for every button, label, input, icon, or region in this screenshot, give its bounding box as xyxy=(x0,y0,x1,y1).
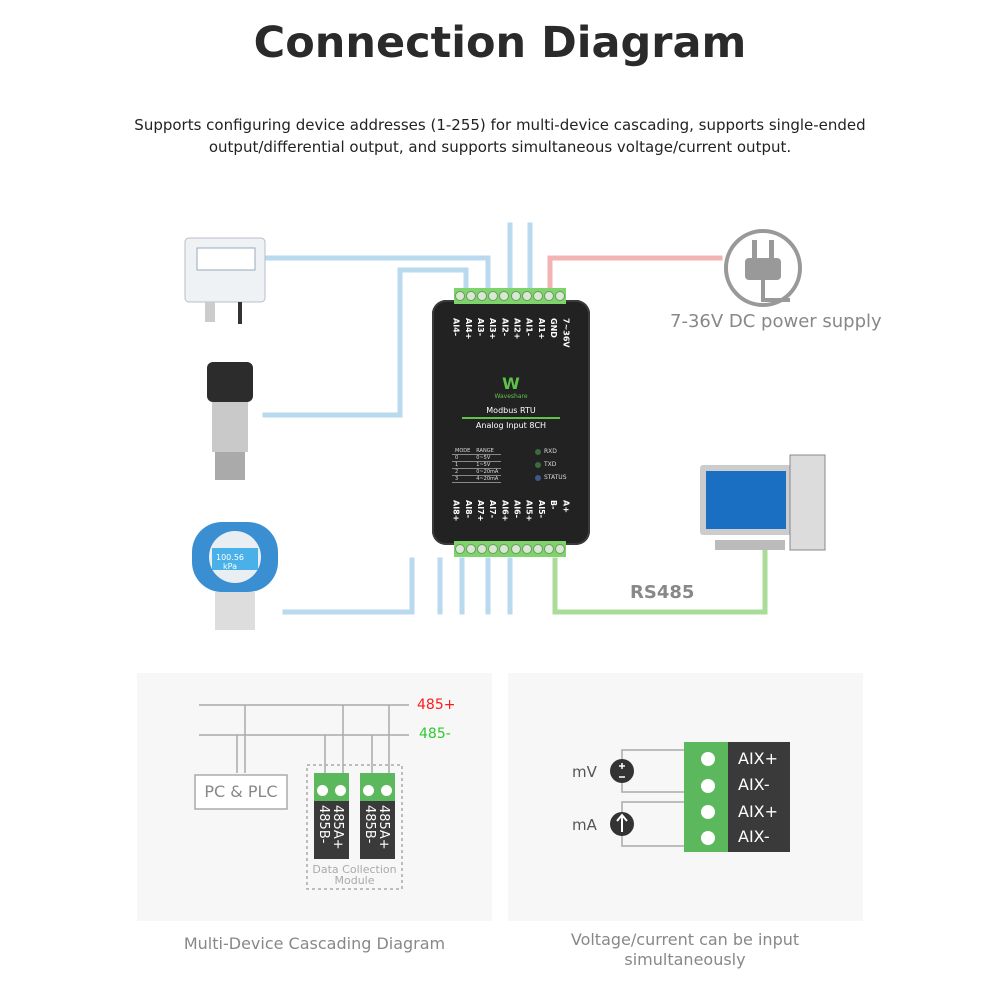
bus-lines xyxy=(194,704,409,890)
io-caption: Voltage/current can be input simultaneou… xyxy=(570,930,800,969)
protocol-label: Modbus RTU xyxy=(486,406,536,415)
sensor-wire xyxy=(397,267,469,418)
bus-plus-label: 485+ xyxy=(417,697,456,713)
power-wire xyxy=(547,255,723,295)
io-pin-label: AIX- xyxy=(738,775,770,794)
sensor-wire xyxy=(507,222,533,295)
sensor-wire xyxy=(262,255,491,295)
module-terminal: 485A+ 485B- xyxy=(360,773,395,859)
page-title: Connection Diagram xyxy=(253,18,747,68)
module-terminal: 485A+ 485B- xyxy=(314,773,349,859)
transmitter-reading: 100.56 xyxy=(216,553,244,562)
rs485-label: RS485 xyxy=(630,582,695,603)
transmitter-unit: kPa xyxy=(223,562,237,571)
cascade-panel: 485+ 485- PC & PLC 485A+ 485B- 485A+ 485… xyxy=(137,673,492,921)
brand-label: Waveshare xyxy=(494,393,528,400)
power-plug-icon xyxy=(724,229,802,307)
host-label: PC & PLC xyxy=(204,782,278,801)
computer-icon xyxy=(700,454,826,551)
mv-label: mV xyxy=(572,763,597,781)
display-transmitter-icon xyxy=(192,522,278,630)
ma-label: mA xyxy=(572,816,597,834)
bus-minus-label: 485- xyxy=(419,726,451,742)
product-label: Analog Input 8CH xyxy=(475,421,547,430)
subtitle-line-2: output/differential output, and supports… xyxy=(208,138,792,156)
pressure-transmitter-icon xyxy=(207,362,253,480)
sensor-wire xyxy=(282,557,513,615)
voltage-source-icon xyxy=(610,759,634,783)
io-pin-label: AIX+ xyxy=(738,802,779,821)
rs485-wire xyxy=(552,547,768,615)
subtitle-line-1: Supports configuring device addresses (1… xyxy=(134,116,866,134)
waveshare-logo-icon: W xyxy=(502,374,520,393)
io-pin-label: AIX+ xyxy=(738,749,779,768)
module-label: Data Collection Module xyxy=(312,863,397,887)
bottom-pin-labels: AI8+AI8-AI7+AI7-AI6+AI6-AI5+AI5-B-A+ xyxy=(451,500,571,522)
power-label: 7-36V DC power supply xyxy=(670,311,882,332)
cascade-caption: Multi-Device Cascading Diagram xyxy=(183,934,446,953)
io-pin-label: AIX- xyxy=(738,827,770,846)
top-terminal-block xyxy=(454,288,566,304)
humidity-sensor-icon xyxy=(184,237,266,324)
status-leds: RXD TXD STATUS xyxy=(535,448,567,487)
bottom-terminal-block xyxy=(454,541,566,557)
